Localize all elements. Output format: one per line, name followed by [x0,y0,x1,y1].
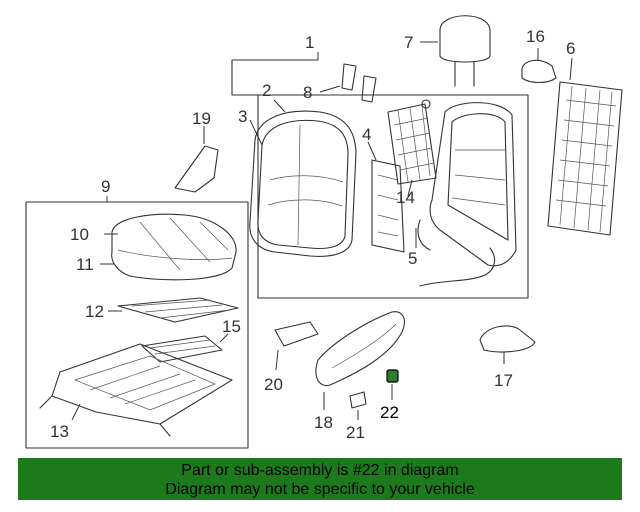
callout-8: 8 [303,83,312,102]
callout-22: 22 [380,403,399,422]
callout-12: 12 [85,302,104,321]
callout-15: 15 [222,317,241,336]
callout-14: 14 [396,188,415,207]
callout-11: 11 [76,255,94,274]
callout-13: 13 [50,422,69,441]
headrest-guides [341,63,377,103]
callout-21: 21 [346,423,365,442]
callout-9: 9 [101,177,110,196]
part-22-clip [386,369,399,383]
seat-switch [274,321,319,347]
seatback-frame [419,102,517,287]
side-shield [174,145,219,193]
cushion-cover [111,213,237,281]
headrest [439,15,491,87]
callout-2: 2 [262,81,271,100]
headrest-guide-cap [521,59,557,84]
callout-10: 10 [70,225,89,244]
callout-18: 18 [314,413,333,432]
callout-6: 6 [566,39,575,58]
callout-17: 17 [494,371,513,390]
cushion-mat [141,335,223,363]
wiring-harness [417,219,431,251]
banner-line-2: Diagram may not be specific to your vehi… [165,481,475,498]
callout-19: 19 [192,109,211,128]
banner-line-1: Part or sub-assembly is #22 in diagram [181,462,459,479]
info-banner: Part or sub-assembly is #22 in diagram D… [18,458,622,500]
seatback-group-box [231,59,529,299]
cushion-group-box [25,201,249,449]
callout-1: 1 [305,33,314,52]
recliner-knob [349,391,367,409]
callout-5: 5 [408,249,417,268]
seatback-back-panel [547,81,623,236]
callout-4: 4 [362,125,371,144]
rear-cover [479,325,536,353]
seat-parts-diagram: 1 2 3 4 5 6 7 8 9 10 11 12 13 14 15 16 1… [25,15,623,449]
leader-lines [71,41,573,421]
seatback-cover [249,110,357,257]
lumbar-mesh [387,99,437,185]
side-trim-cover [315,311,405,387]
cushion-plate [117,297,239,323]
cushion-frame [39,343,233,437]
callout-20: 20 [264,375,283,394]
callout-16: 16 [526,27,545,46]
callout-7: 7 [404,33,413,52]
seatback-plate [371,159,405,253]
callout-3: 3 [238,107,247,126]
